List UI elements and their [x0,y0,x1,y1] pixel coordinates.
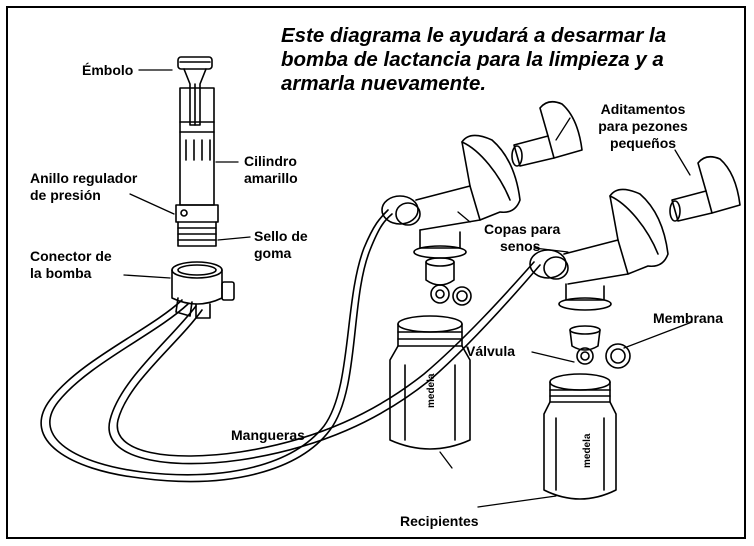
label-rubber-seal-line-2: goma [254,245,292,261]
label-valve: Válvula [466,343,515,360]
heading-line-3: armarla nuevamente. [281,72,487,95]
cylinder-illustration [175,87,219,247]
label-plunger-text: Émbolo [82,62,134,78]
label-tubing-text: Mangueras [231,427,305,443]
label-small-nipple-adapters: Aditamentos para pezones pequeños [578,101,708,152]
label-valve-text: Válvula [466,343,516,359]
label-containers-text: Recipientes [400,513,479,529]
left-bottle-illustration [389,315,471,450]
right-bottle-brand: medela [582,433,593,468]
label-plunger: Émbolo [82,62,133,79]
label-pressure-ring: Anillo regulador de presión [30,170,137,204]
label-breast-cups-line-1: Copas para [484,221,561,237]
nipple-adapter-bottom-illustration [669,155,741,222]
label-pressure-ring-line-1: Anillo regulador [30,170,138,186]
heading-line-2: bomba de lactancia para la limpieza y a [281,48,664,71]
label-containers: Recipientes [400,513,479,530]
diagram-frame [6,6,746,539]
label-rubber-seal: Sello de goma [254,228,308,262]
nipple-adapter-top-illustration [511,100,583,167]
label-breast-cups-line-2: senos [500,238,541,254]
label-pump-connector: Conector de la bomba [30,248,112,282]
label-pressure-ring-line-2: de presión [30,187,101,203]
label-breast-cups: Copas para senos [484,221,560,255]
right-bottle-illustration [543,373,617,500]
right-breast-shield-illustration [529,188,669,369]
label-membrane: Membrana [653,310,723,327]
label-yellow-cylinder-line-2: amarillo [244,170,298,186]
left-breast-shield-illustration [381,134,521,306]
label-pump-connector-line-1: Conector de [30,248,112,264]
tubing-illustration [40,209,541,483]
plunger-illustration [177,56,213,126]
label-small-nipple-line-1: Aditamentos [600,101,686,117]
label-rubber-seal-line-1: Sello de [254,228,308,244]
label-yellow-cylinder: Cilindro amarillo [244,153,298,187]
pump-connector-illustration [171,261,235,319]
label-tubing: Mangueras [231,427,305,444]
label-yellow-cylinder-line-1: Cilindro [244,153,297,169]
heading-line-1: Este diagrama le ayudará a desarmar la [281,24,667,47]
label-membrane-text: Membrana [653,310,724,326]
left-bottle-brand: medela [426,373,437,408]
label-pump-connector-line-2: la bomba [30,265,92,281]
label-small-nipple-line-3: pequeños [609,135,677,151]
leader-lines [123,69,693,508]
label-small-nipple-line-2: para pezones [598,118,688,134]
diagram-heading: Este diagrama le ayudará a desarmar la b… [281,24,741,96]
